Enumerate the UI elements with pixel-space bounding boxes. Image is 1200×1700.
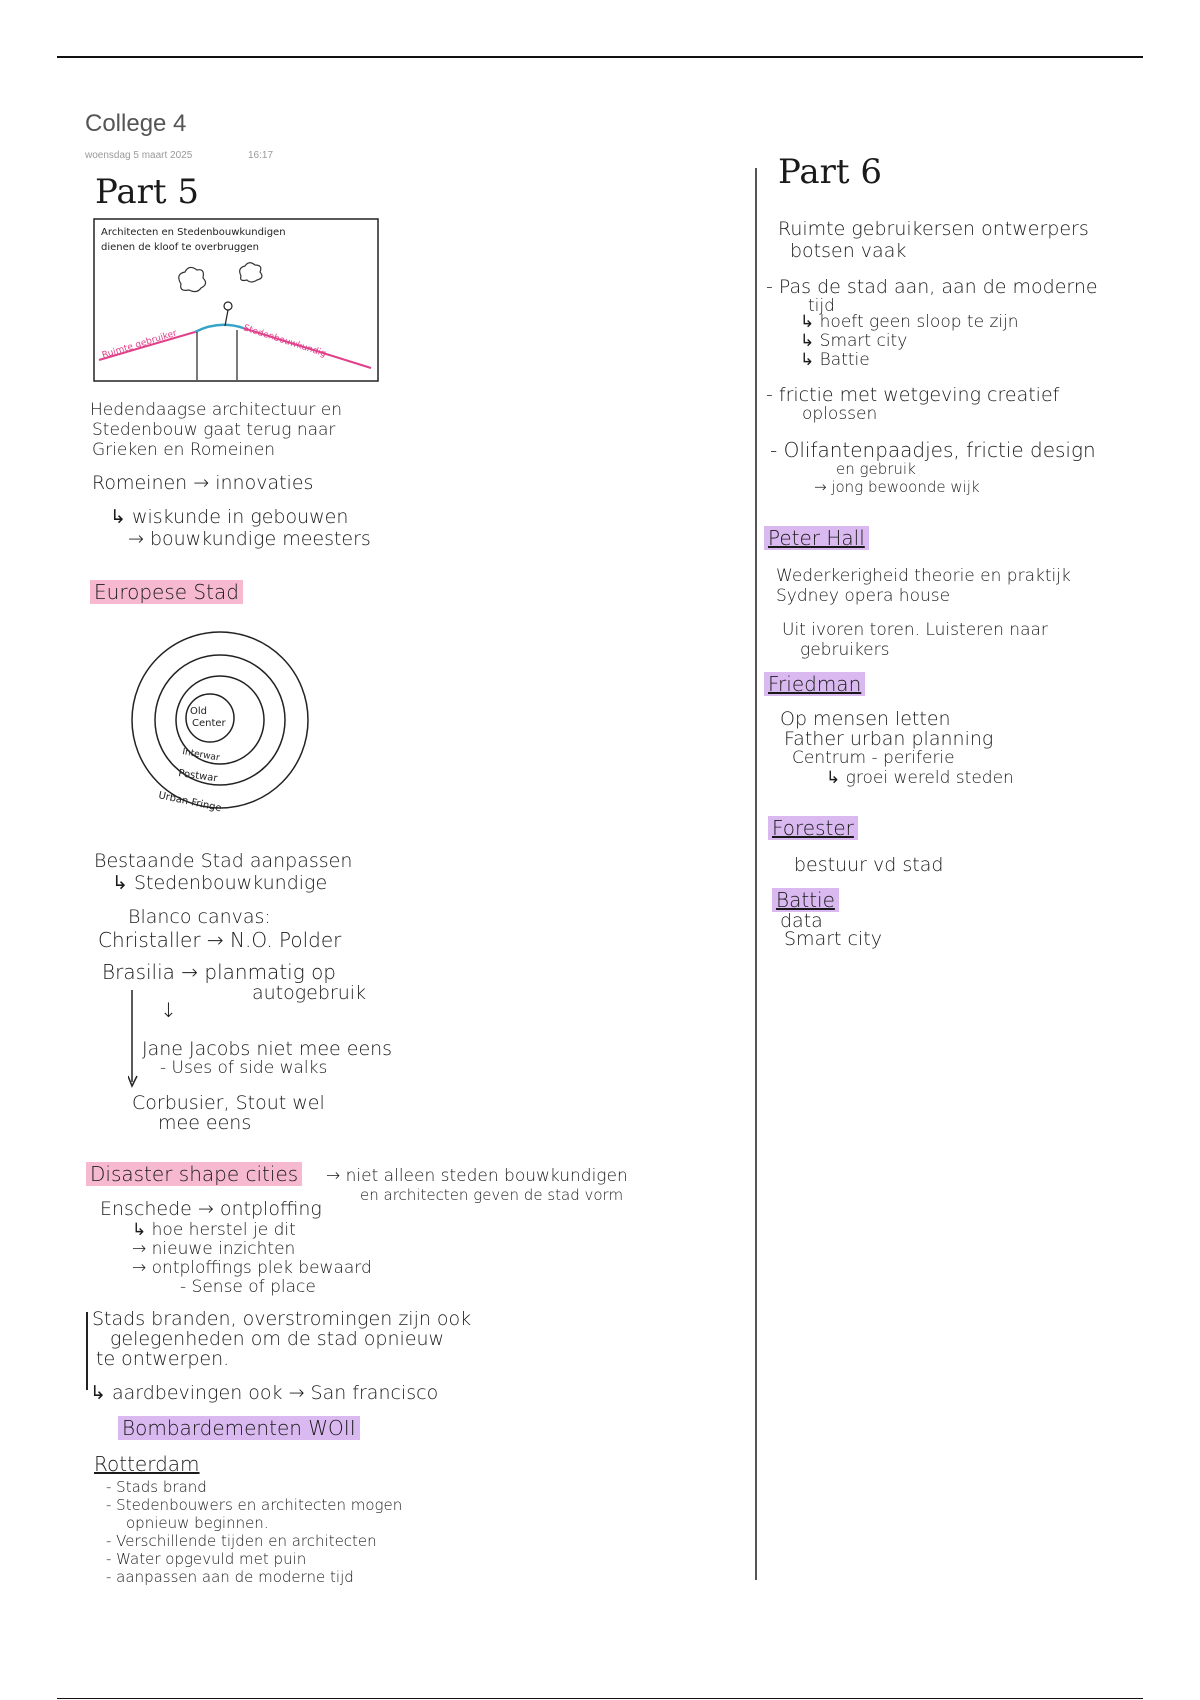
intro-line3: Grieken en Romeinen <box>92 440 276 460</box>
bottom-rule <box>57 1698 1143 1699</box>
enschede-line2: ↳ hoe herstel je dit <box>132 1220 296 1240</box>
romeinen-line: Romeinen → innovaties <box>92 472 314 494</box>
bridge-sketch: Architecten en Stedenbouwkundigen dienen… <box>93 218 379 382</box>
forester-text: Forester <box>768 816 858 840</box>
battie-text: Battie <box>772 888 839 912</box>
ruimte-line2: botsen vaak <box>790 240 907 262</box>
ring-third-label: Postwar <box>178 768 219 784</box>
brasilia-bracket <box>127 990 138 1090</box>
battie-line1: data <box>780 910 823 932</box>
enschede-line3: → nieuwe inzichten <box>132 1239 296 1259</box>
pas-line5: ↳ Battie <box>800 350 870 370</box>
stads-line3: te ontwerpen. <box>96 1348 230 1370</box>
part5-heading: Part 5 <box>95 172 199 212</box>
enschede-line5: - Sense of place <box>180 1277 316 1297</box>
christaller-line: Christaller → N.O. Polder <box>98 928 342 952</box>
rotterdam-item3: opnieuw beginnen. <box>126 1514 269 1532</box>
peter-hall-heading: Peter Hall <box>764 526 869 550</box>
page-time: 16:17 <box>248 150 274 161</box>
disaster-note1: → niet alleen steden bouwkundigen <box>326 1166 628 1186</box>
rotterdam-item4: - Verschillende tijden en architecten <box>106 1532 377 1550</box>
pas-line4: ↳ Smart city <box>800 331 908 351</box>
arrow-down: ↓ <box>160 998 177 1022</box>
jacobs-line1: Jane Jacobs niet mee eens <box>142 1038 393 1060</box>
peter-hall-text: Peter Hall <box>764 526 869 550</box>
disaster-text: Disaster shape cities <box>86 1162 303 1186</box>
olifant-line1: - Olifantenpaadjes, frictie design <box>770 438 1096 462</box>
peter-line4: gebruikers <box>800 640 890 660</box>
sketch-caption-line1: Architecten en Stedenbouwkundigen <box>101 227 286 238</box>
part6-heading: Part 6 <box>778 152 882 192</box>
rings-svg: Old Center Interwar Postwar Urban Fringe <box>131 631 309 814</box>
bombardementen-text: Bombardementen WOII <box>118 1416 360 1440</box>
battie-heading: Battie <box>772 888 839 912</box>
sketch-right-label: Stedenbouwkundig <box>242 323 327 359</box>
page-title: College 4 <box>85 110 187 137</box>
battie-line2: Smart city <box>784 928 882 950</box>
friedman-text: Friedman <box>764 672 866 696</box>
pas-line2: tijd <box>808 296 835 316</box>
europese-stad-text: Europese Stad <box>90 580 243 604</box>
forester-line1: bestuur vd stad <box>794 854 944 876</box>
rotterdam-item1: - Stads brand <box>106 1478 207 1496</box>
brasilia-line2: autogebruik <box>252 982 367 1004</box>
sketch-left-label: Ruimte gebruiker <box>101 328 179 360</box>
fried-line2: Father urban planning <box>784 728 994 750</box>
fried-line4: ↳ groei wereld steden <box>826 768 1014 788</box>
europese-stad-heading: Europese Stad <box>90 580 243 604</box>
ring-second-label: Interwar <box>181 747 220 763</box>
rotterdam-heading: Rotterdam <box>94 1452 200 1476</box>
romeinen-sub1: ↳ wiskunde in gebouwen <box>110 506 349 528</box>
fried-line1: Op mensen letten <box>780 708 951 730</box>
page-date: woensdag 5 maart 2025 <box>85 150 193 161</box>
rotterdam-item2: - Stedenbouwers en architecten mogen <box>106 1496 403 1514</box>
intro-line2: Stedenbouw gaat terug naar <box>92 420 336 440</box>
jacobs-line2: - Uses of side walks <box>160 1058 328 1078</box>
column-divider <box>755 168 757 1580</box>
olifant-line2: en gebruik <box>836 460 916 478</box>
enschede-line1: Enschede → ontploffing <box>100 1198 322 1220</box>
peter-line2: Sydney opera house <box>776 586 951 606</box>
blanco-line: Blanco canvas: <box>128 906 271 928</box>
stads-bracket <box>86 1312 88 1390</box>
frictie-line1: - frictie met wetgeving creatief <box>766 384 1060 406</box>
intro-line1: Hedendaagse architectuur en <box>90 400 343 420</box>
olifant-line3: → jong bewoonde wijk <box>814 478 980 496</box>
bombardementen-heading: Bombardementen WOII <box>118 1416 360 1440</box>
ring-inner-line1: Old <box>190 706 207 717</box>
disaster-heading: Disaster shape cities <box>86 1162 303 1186</box>
bracket-svg <box>127 990 138 1088</box>
corbusier-line2: mee eens <box>158 1112 252 1134</box>
peter-line3: Uit ivoren toren. Luisteren naar <box>782 620 1048 640</box>
bestaande-line2: ↳ Stedenbouwkundige <box>112 872 328 894</box>
fried-line3: Centrum - periferie <box>792 748 955 768</box>
bridge-sketch-drawing: Architecten en Stedenbouwkundigen dienen… <box>93 218 379 382</box>
rotterdam-item5: - Water opgevuld met puin <box>106 1550 307 1568</box>
brasilia-line1: Brasilia → planmatig op <box>102 960 337 984</box>
corbusier-line1: Corbusier, Stout wel <box>132 1092 325 1114</box>
aardbevingen-line: ↳ aardbevingen ook → San francisco <box>90 1382 439 1404</box>
sketch-caption-line2: dienen de kloof te overbruggen <box>101 242 259 253</box>
forester-heading: Forester <box>768 816 858 840</box>
pas-line1: - Pas de stad aan, aan de moderne <box>766 276 1098 298</box>
frictie-line2: oplossen <box>802 404 878 424</box>
stads-line1: Stads branden, overstromingen zijn ook <box>92 1308 472 1330</box>
ring-outer-label: Urban Fringe <box>157 790 222 814</box>
ring-inner-line2: Center <box>192 718 227 729</box>
disaster-note2: en architecten geven de stad vorm <box>360 1186 624 1204</box>
pas-line3: ↳ hoeft geen sloop te zijn <box>800 312 1019 332</box>
bestaande-line1: Bestaande Stad aanpassen <box>94 850 353 872</box>
peter-line1: Wederkerigheid theorie en praktijk <box>776 566 1071 586</box>
top-rule <box>57 56 1143 58</box>
ruimte-line1: Ruimte gebruikersen ontwerpers <box>778 218 1089 240</box>
enschede-line4: → ontploffings plek bewaard <box>132 1258 372 1278</box>
friedman-heading: Friedman <box>764 672 866 696</box>
concentric-rings-diagram: Old Center Interwar Postwar Urban Fringe <box>120 630 320 830</box>
romeinen-sub2: → bouwkundige meesters <box>128 528 371 550</box>
rotterdam-item6: - aanpassen aan de moderne tijd <box>106 1568 354 1586</box>
stads-line2: gelegenheden om de stad opnieuw <box>110 1328 445 1350</box>
